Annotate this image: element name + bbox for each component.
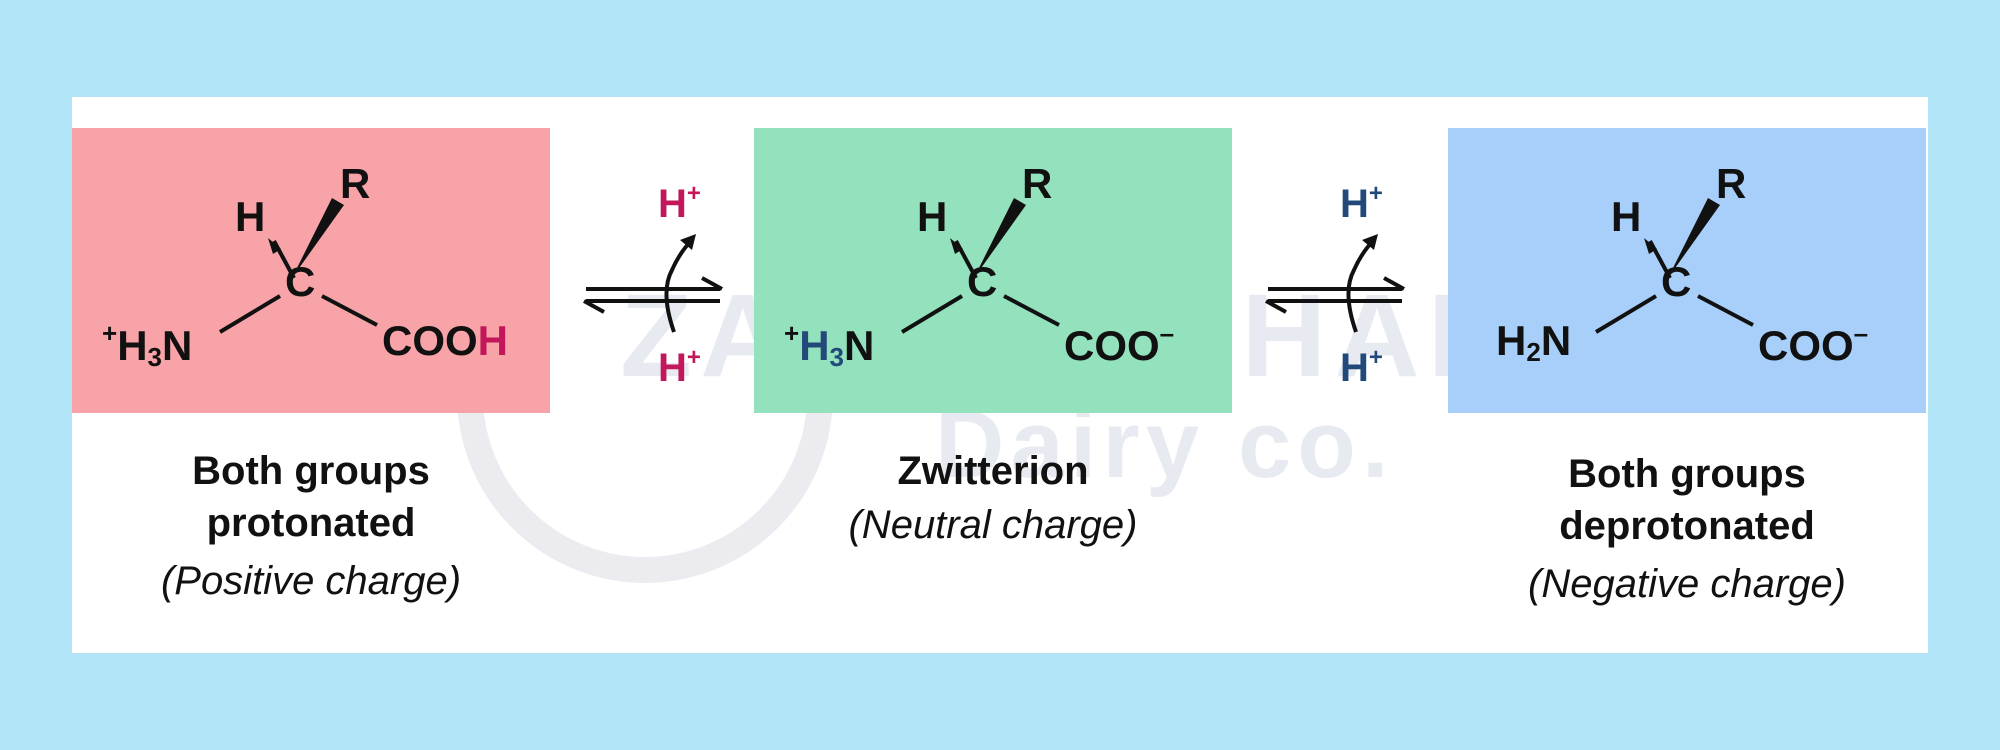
amine-proton: H xyxy=(799,322,830,369)
carboxylate-group: COO– xyxy=(1064,318,1175,369)
substituent-r: R xyxy=(1022,160,1053,207)
proton-released-1: H+ xyxy=(658,180,701,226)
amine-group: +H3N xyxy=(784,318,875,372)
equilibrium-arrows-1: H+ H+ xyxy=(580,170,730,390)
zwitterion-molecule-box: R H C +H3N COO– xyxy=(754,128,1232,413)
carboxyl-group: COOH xyxy=(382,317,509,364)
alpha-carbon: C xyxy=(967,258,998,305)
deprotonated-label-line2: deprotonated xyxy=(1559,504,1815,548)
substituent-r: R xyxy=(1716,160,1747,207)
deprotonated-label: Both groups deprotonated (Negative charg… xyxy=(1448,448,1926,610)
deprotonated-bonds xyxy=(1594,198,1754,334)
protonated-molecule-box: R H C +H3N COOH xyxy=(72,128,550,413)
alpha-hydrogen: H xyxy=(235,193,266,240)
alpha-hydrogen: H xyxy=(1611,193,1642,240)
carboxyl-proton: H xyxy=(477,317,509,364)
amine-group: +H3N xyxy=(102,318,193,372)
amine-group: H2N xyxy=(1496,317,1572,367)
protonated-charge-note: (Positive charge) xyxy=(160,559,462,603)
equilibrium-arrow-icon xyxy=(583,234,723,333)
alpha-carbon: C xyxy=(1661,258,1692,305)
zwitterion-label-line1: Zwitterion xyxy=(897,449,1089,493)
alpha-hydrogen: H xyxy=(917,193,948,240)
substituent-r: R xyxy=(340,160,371,207)
deprotonated-charge-note: (Negative charge) xyxy=(1528,562,1846,606)
alpha-carbon: C xyxy=(285,258,316,305)
proton-released-2: H+ xyxy=(1340,180,1383,226)
equilibrium-arrow-icon xyxy=(1265,234,1405,333)
deprotonated-molecule-box: R H C H2N COO– xyxy=(1448,128,1926,413)
protonated-label-line1: Both groups xyxy=(192,449,430,493)
deprotonated-label-line1: Both groups xyxy=(1568,452,1806,496)
zwitterion-bonds xyxy=(900,198,1060,334)
equilibrium-arrows-2: H+ H+ xyxy=(1262,170,1412,390)
proton-bound-2: H+ xyxy=(1340,344,1383,390)
carboxylate-group: COO– xyxy=(1758,318,1869,369)
zwitterion-charge-note: (Neutral charge) xyxy=(848,503,1138,547)
proton-bound-1: H+ xyxy=(658,344,701,390)
protonated-bonds xyxy=(218,198,378,334)
zwitterion-label: Zwitterion (Neutral charge) xyxy=(754,445,1232,551)
protonated-label: Both groups protonated (Positive charge) xyxy=(72,445,550,607)
protonated-label-line2: protonated xyxy=(206,501,416,545)
